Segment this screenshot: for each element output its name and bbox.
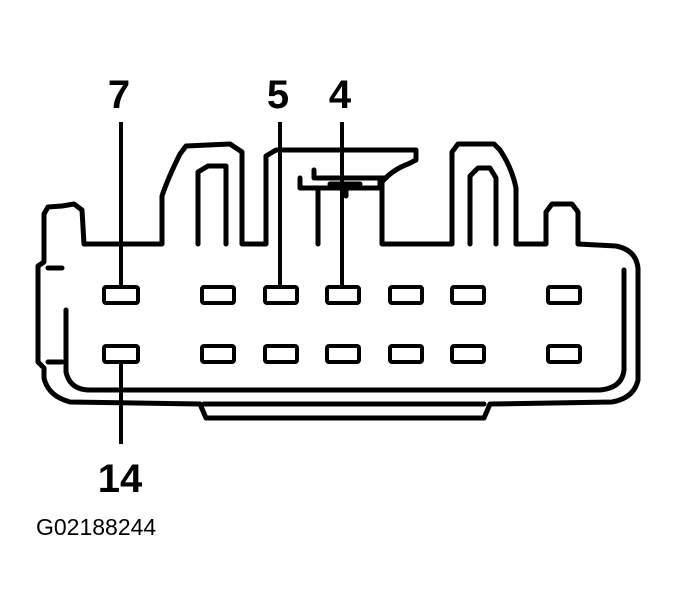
cavity-pin-9 — [450, 344, 486, 364]
pin-label-5: 5 — [267, 73, 289, 117]
cavity-pin-11 — [325, 344, 361, 364]
cavity-pin-14 — [102, 344, 140, 364]
cavity-pin-10 — [388, 344, 424, 364]
connector-housing — [35, 141, 641, 421]
cavity-pin-1 — [546, 285, 582, 305]
leader-lines — [119, 122, 344, 444]
cavity-pin-13 — [200, 344, 236, 364]
terminal-cavities — [102, 285, 582, 364]
cavity-pin-5 — [263, 285, 299, 305]
cavity-pin-2 — [450, 285, 486, 305]
figure-id: G02188244 — [36, 514, 157, 540]
cavity-pin-4 — [325, 285, 361, 305]
cavity-pin-6 — [200, 285, 236, 305]
cavity-pin-12 — [263, 344, 299, 364]
cavity-pin-3 — [388, 285, 424, 305]
pin-label-14: 14 — [98, 457, 143, 501]
pin-label-4: 4 — [329, 73, 352, 117]
cavity-pin-7 — [102, 285, 140, 305]
pin-label-7: 7 — [108, 73, 130, 117]
cavity-pin-8 — [546, 344, 582, 364]
